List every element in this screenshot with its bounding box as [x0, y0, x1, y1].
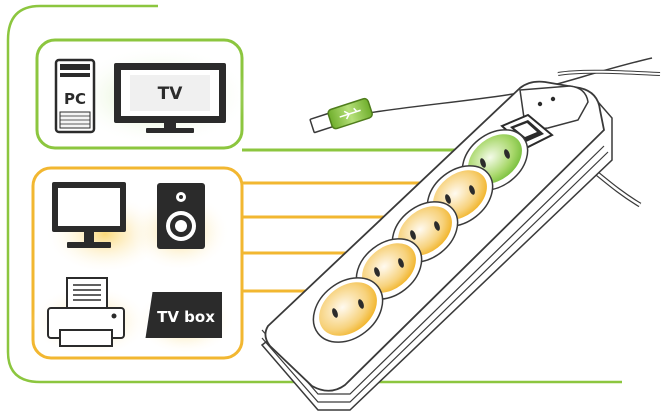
pc-label: PC	[64, 90, 86, 108]
tv-label: TV	[158, 84, 184, 104]
slave-device-group: TV box	[30, 166, 244, 360]
printer-icon	[47, 277, 125, 347]
monitor-icon	[52, 182, 126, 248]
usb-plug-icon	[309, 97, 373, 134]
power-strip	[260, 80, 613, 411]
tv-box-icon: TV box	[144, 291, 222, 339]
slave-socket-4	[312, 277, 384, 343]
speaker-icon	[157, 183, 205, 249]
tv-box-label: TV box	[157, 308, 215, 326]
tv-icon: TV	[114, 63, 226, 133]
pc-tower-icon: PC	[54, 58, 96, 134]
master-device-group: PC TV	[35, 38, 250, 150]
master-connector-line	[6, 4, 622, 384]
power-switch[interactable]	[500, 113, 554, 150]
